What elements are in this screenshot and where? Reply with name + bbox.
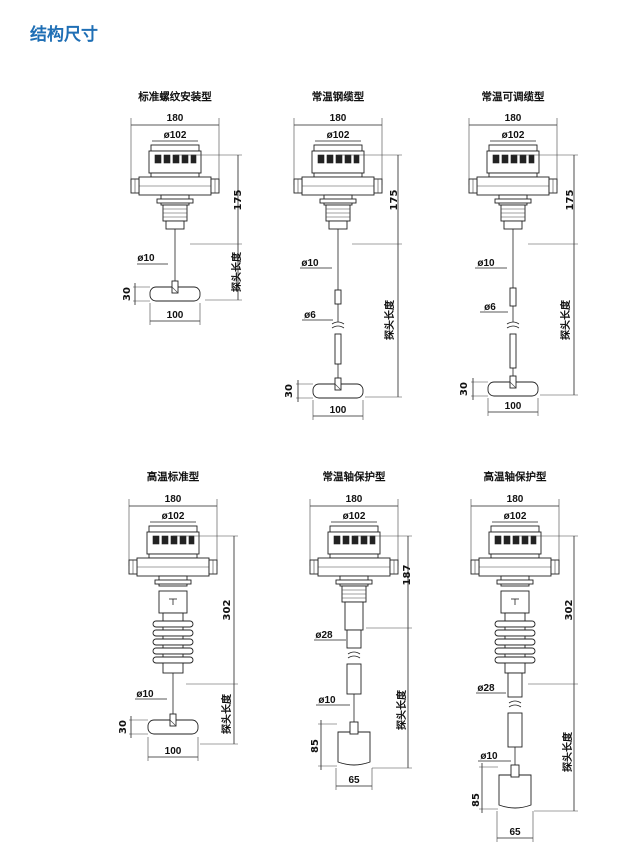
width-label: 180 [505, 113, 522, 124]
paddle-height-label: 85 [310, 739, 321, 753]
housing-dia-label: ø102 [327, 130, 350, 141]
paddle-width-label: 65 [348, 775, 360, 786]
height-label: 302 [222, 600, 233, 621]
height-label: 302 [564, 600, 575, 621]
paddle-width-label: 100 [167, 310, 184, 321]
model-shaft-protection: 常温轴保护型 180 ø102 187 探头长度 ø28 ø10 85 [309, 470, 413, 790]
paddle-width-label: 100 [330, 405, 347, 416]
model-title: 高温标准型 [147, 470, 200, 483]
probe-length-label: 探头长度 [220, 693, 233, 734]
probe-length-label: 探头长度 [559, 299, 572, 340]
paddle-height-label: 30 [118, 720, 129, 734]
width-label: 180 [167, 113, 184, 124]
paddle-height-label: 30 [459, 382, 470, 396]
housing-dia-label: ø102 [343, 511, 366, 522]
probe-length-label: 探头长度 [561, 731, 574, 772]
width-label: 180 [330, 113, 347, 124]
model-high-temp-shaft-protection: 高温轴保护型 180 ø102 302 探头长度 ø28 ø10 85 65 [470, 470, 578, 842]
shaft-dia-label: ø10 [318, 695, 336, 706]
height-label: 175 [389, 190, 400, 211]
width-label: 180 [346, 494, 363, 505]
page-title: 结构尺寸 [30, 25, 98, 44]
model-title: 高温轴保护型 [484, 470, 547, 483]
paddle-height-label: 85 [471, 793, 482, 807]
height-label: 175 [233, 190, 244, 211]
model-standard-thread: 标准螺纹安装型 180 ø102 175 探头长度 ø10 30 100 [122, 90, 244, 325]
housing-dia-label: ø102 [504, 511, 527, 522]
width-label: 180 [165, 494, 182, 505]
shaft-dia-label: ø10 [480, 751, 498, 762]
height-label: 187 [402, 565, 413, 586]
housing-dia-label: ø102 [162, 511, 185, 522]
model-title: 常温轴保护型 [323, 470, 386, 483]
shaft-dia-label: ø10 [137, 253, 155, 264]
shaft-dia-label: ø10 [301, 258, 319, 269]
model-high-temp-standard: 高温标准型 180 ø102 302 探头长度 ø10 30 100 [118, 470, 238, 761]
sleeve-dia-label: ø28 [477, 683, 495, 694]
housing-dia-label: ø102 [502, 130, 525, 141]
paddle-width-label: 100 [165, 746, 182, 757]
paddle-width-label: 100 [505, 401, 522, 412]
sleeve-dia-label: ø28 [315, 630, 333, 641]
width-label: 180 [507, 494, 524, 505]
model-title: 常温可调缆型 [482, 90, 545, 103]
paddle-height-label: 30 [284, 384, 295, 398]
shaft-dia-label: ø10 [477, 258, 495, 269]
model-adjustable-cable: 常温可调缆型 180 ø102 175 探头长度 ø10 ø6 30 100 [459, 90, 578, 416]
shaft-dia-label: ø10 [136, 689, 154, 700]
model-title: 常温钢缆型 [312, 90, 365, 103]
probe-length-label: 探头长度 [230, 251, 243, 292]
probe-length-label: 探头长度 [395, 689, 408, 730]
cable-dia-label: ø6 [304, 310, 316, 321]
model-cable: 常温钢缆型 180 ø102 175 探头长度 ø10 ø6 30 100 [284, 90, 402, 420]
housing-dia-label: ø102 [164, 130, 187, 141]
paddle-width-label: 65 [509, 827, 521, 838]
cable-dia-label: ø6 [484, 302, 496, 313]
paddle-height-label: 30 [122, 287, 133, 301]
probe-length-label: 探头长度 [383, 299, 396, 340]
height-label: 175 [565, 190, 576, 211]
model-title: 标准螺纹安装型 [137, 90, 212, 103]
